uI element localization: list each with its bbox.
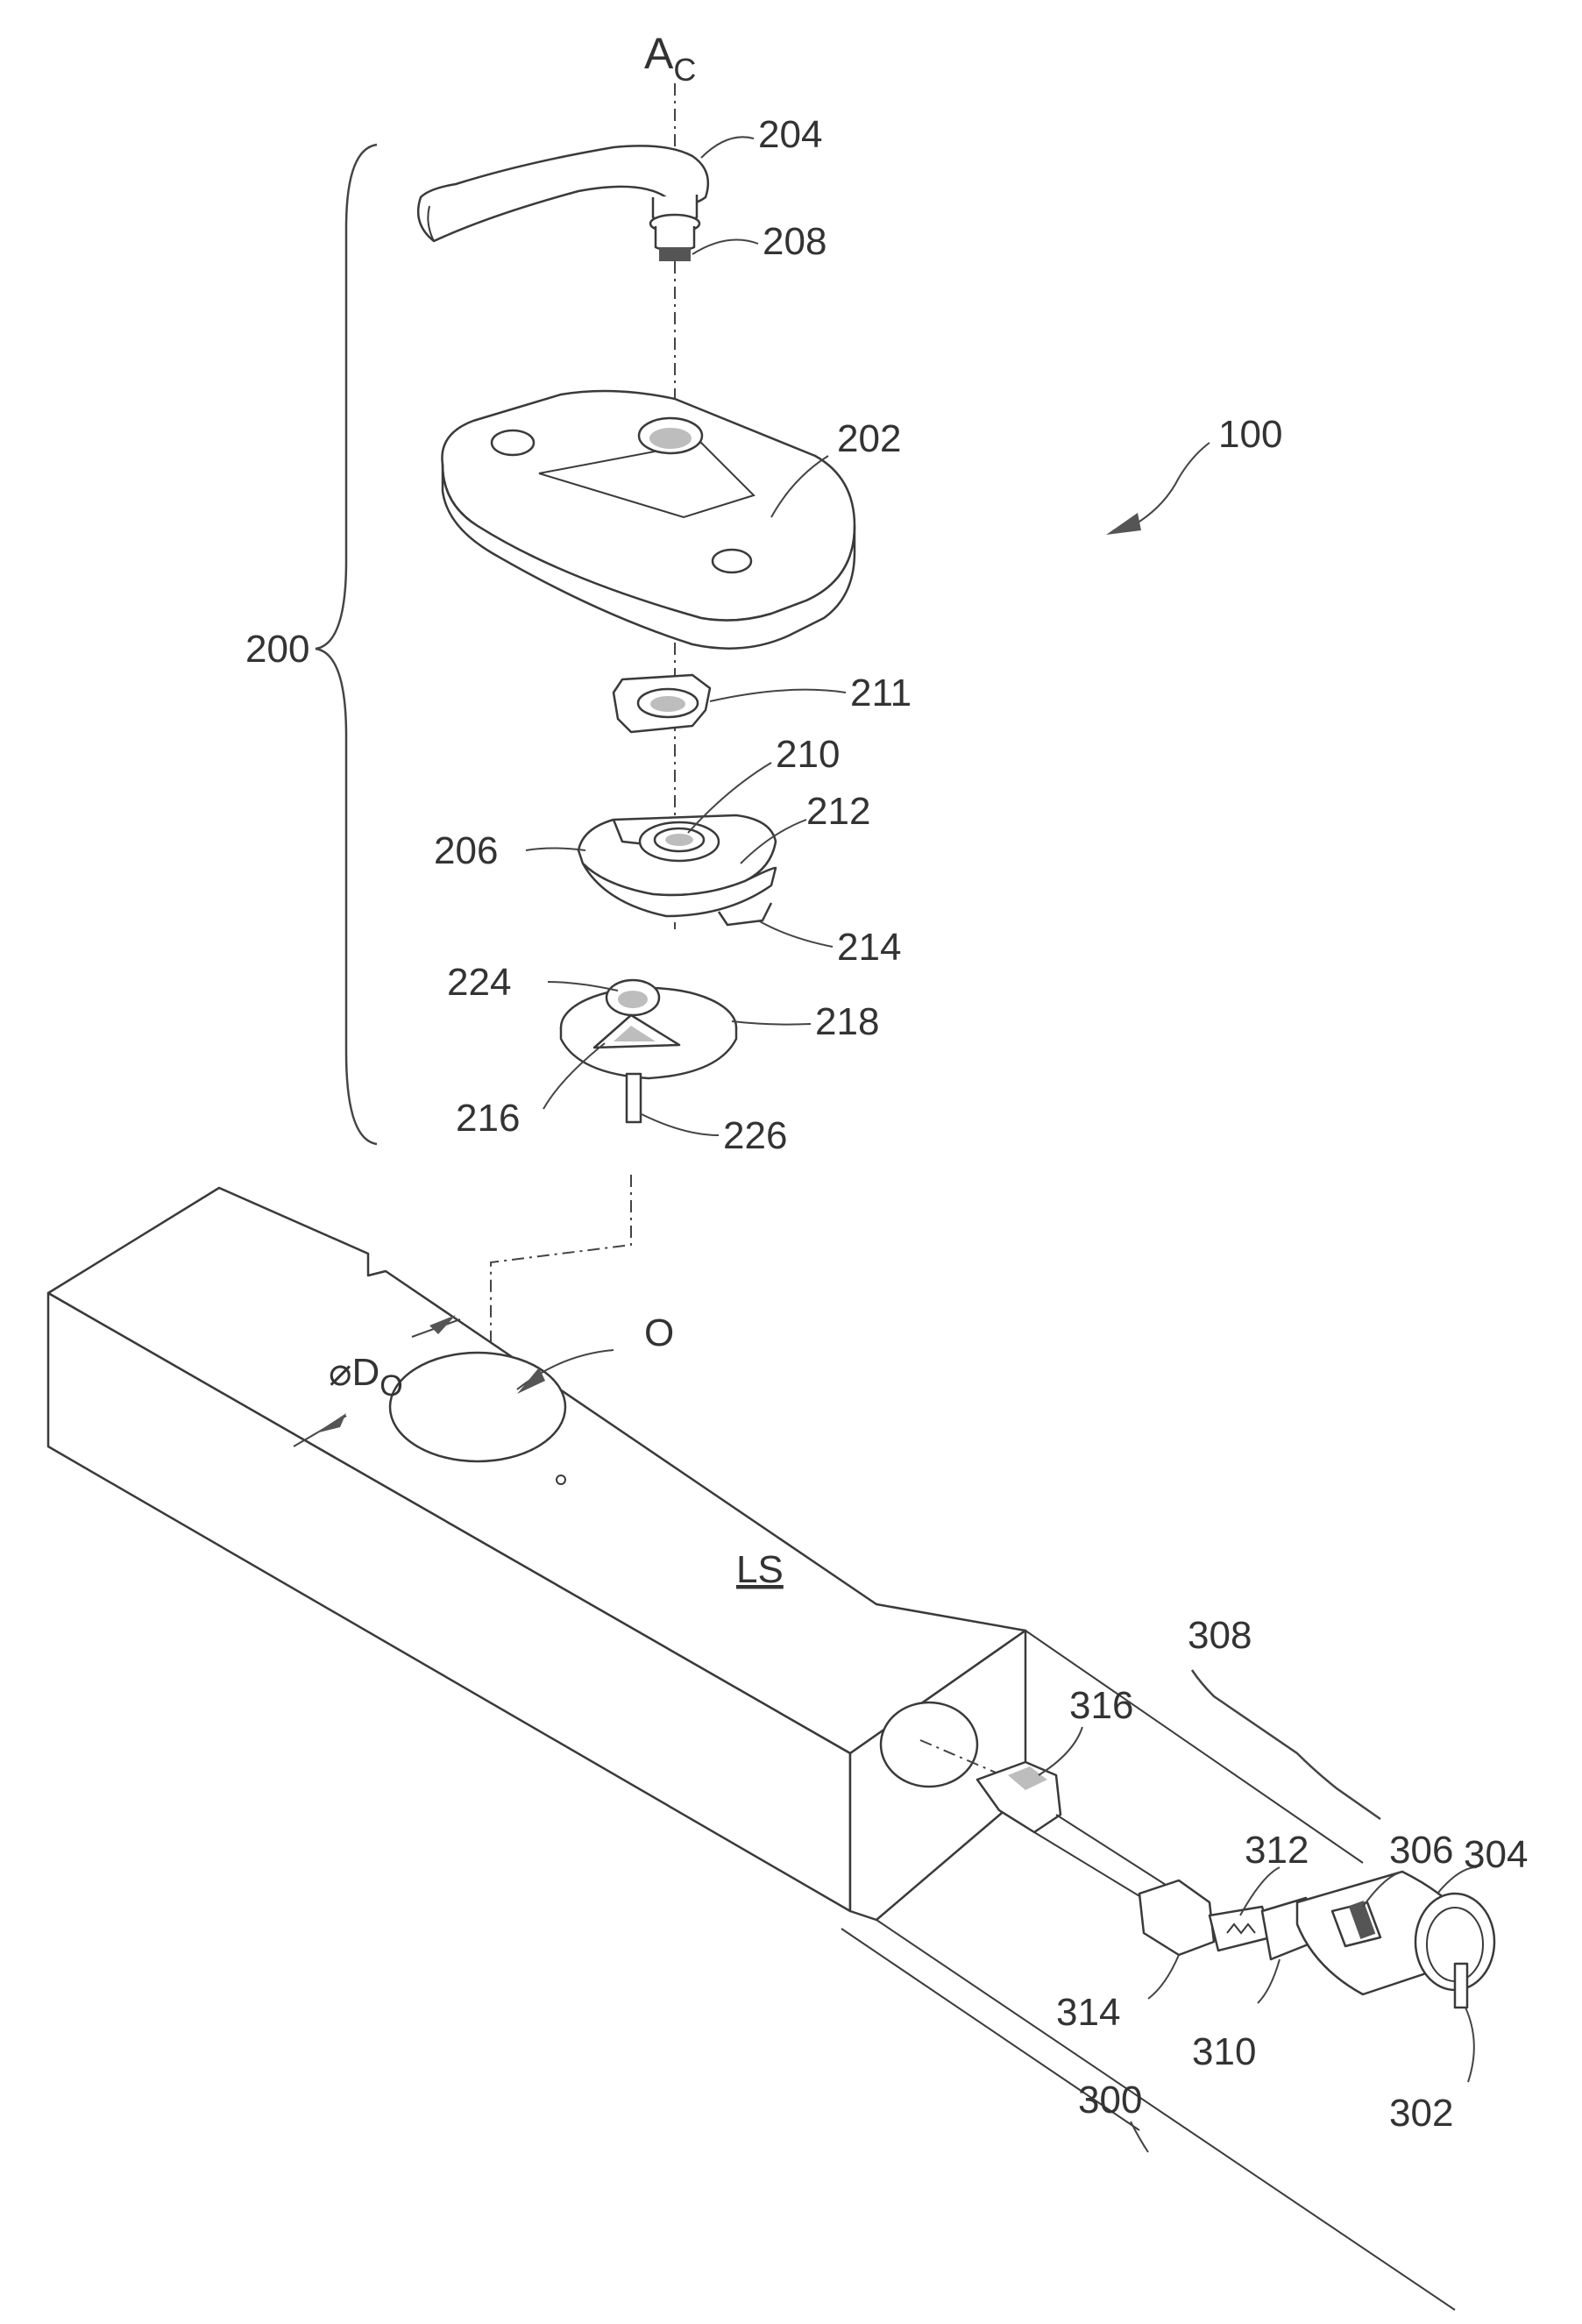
- label-226: 226: [723, 1114, 787, 1157]
- label-312: 312: [1245, 1829, 1309, 1872]
- label-316: 316: [1069, 1684, 1133, 1727]
- leader-218: [732, 1021, 811, 1025]
- leader-300: [1131, 2121, 1148, 2152]
- axis-label: AC: [644, 29, 696, 88]
- cam-206: [578, 815, 776, 925]
- leader-310: [1258, 1959, 1280, 2003]
- label-200: 200: [245, 628, 309, 671]
- label-218: 218: [815, 1000, 879, 1043]
- label-211: 211: [850, 672, 912, 714]
- label-202: 202: [837, 417, 901, 460]
- label-204: 204: [758, 113, 822, 156]
- actuator-218: [561, 980, 736, 1122]
- label-304: 304: [1464, 1833, 1528, 1876]
- label-o: O: [644, 1311, 674, 1354]
- label-ls: LS: [736, 1548, 784, 1591]
- leader-214: [758, 920, 833, 947]
- leader-208: [692, 240, 758, 254]
- label-224: 224: [447, 961, 511, 1004]
- leader-314: [1148, 1955, 1179, 1999]
- label-300: 300: [1078, 2079, 1142, 2121]
- label-310: 310: [1192, 2030, 1256, 2073]
- arrow-100-head: [1106, 513, 1141, 535]
- label-302: 302: [1389, 2092, 1453, 2135]
- label-314: 314: [1056, 1991, 1120, 2034]
- label-206: 206: [434, 829, 498, 872]
- leader-224: [548, 982, 618, 991]
- label-212: 212: [806, 790, 870, 833]
- leader-211: [710, 690, 846, 701]
- label-216: 216: [456, 1097, 520, 1140]
- leader-100: [1113, 443, 1210, 530]
- label-214: 214: [837, 926, 901, 969]
- leader-302: [1465, 2008, 1474, 2082]
- leader-206: [526, 849, 585, 851]
- escutcheon-202: [442, 391, 855, 649]
- label-208: 208: [763, 220, 826, 263]
- drive-stem-208: [659, 247, 691, 261]
- label-308: 308: [1188, 1614, 1252, 1657]
- handle-204: [418, 146, 708, 261]
- bolt-304: [1297, 1872, 1494, 2008]
- label-210: 210: [776, 733, 840, 776]
- assembly-200-brace: [316, 145, 377, 1144]
- brace-308: [1192, 1670, 1380, 1819]
- label-100: 100: [1218, 413, 1282, 456]
- link-314: [1139, 1880, 1214, 1955]
- leader-316: [1039, 1727, 1082, 1775]
- leader-204: [701, 137, 754, 158]
- lock-body-300: [48, 1188, 1455, 2310]
- retainer-211: [614, 675, 710, 732]
- leader-226: [640, 1113, 719, 1135]
- label-306: 306: [1389, 1829, 1453, 1872]
